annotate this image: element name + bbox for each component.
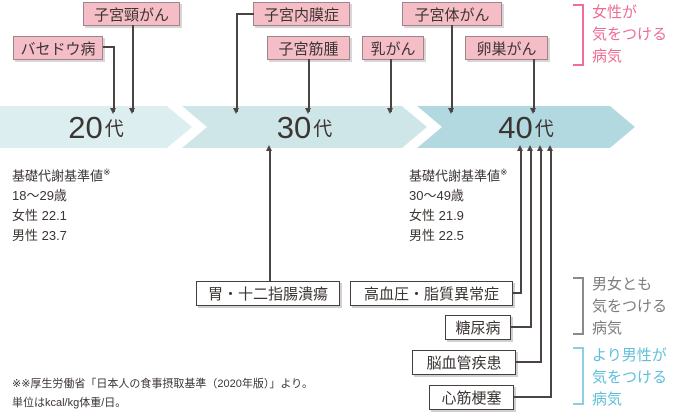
connector-basedow [113,46,115,112]
label-male-diseases: より男性が 気をつける 病気 [592,345,667,411]
label-line: 病気 [592,391,623,408]
disease-box-uterine-body-cancer: 子宮体がん [402,2,502,26]
arrow-down-icon [233,108,239,114]
footnote-line: ※※厚生労働省「日本人の食事摂取基準（2020年版）」より。 [12,378,313,390]
connector-hypertension-dyslipidemia [513,292,522,294]
arrow-up-icon [547,145,553,151]
connector-cerebrovascular-disease [516,361,542,363]
stats-note-mark: ※ [103,167,111,177]
arrow-down-icon [110,108,116,114]
disease-box-cerebrovascular-disease: 脳血管疾患 [412,350,516,375]
arrow-down-icon [305,108,311,114]
disease-box-endometriosis: 子宮内膜症 [253,2,350,26]
disease-box-uterine-fibroid: 子宮筋腫 [267,36,350,60]
connector-endometriosis [236,13,238,112]
arrow-down-icon [530,108,536,114]
label-line: 気をつける [592,26,668,43]
arrow-up-icon [537,145,543,151]
connector-ovarian-cancer [533,59,535,112]
segment-20s-suffix: 代 [104,118,124,140]
metabolism-stats-30s-40s: 基礎代謝基準値※ 30～49歳 女性 21.9 男性 22.5 [409,162,508,246]
stats-title-text: 基礎代謝基準値 [12,168,104,184]
label-line: 気をつける [592,369,668,386]
connector-cervical-cancer [132,25,134,112]
segment-20s-number: 20 [68,109,103,145]
arrow-up-icon [266,145,272,151]
arrow-down-icon [387,108,393,114]
segment-40s-number: 40 [498,109,533,145]
segment-30s-number: 30 [276,109,312,145]
stats-note-mark: ※ [500,167,508,177]
label-female-diseases: 女性が 気をつける 病気 [592,2,667,68]
disease-box-diabetes: 糖尿病 [445,315,511,340]
stats-age-range: 18～29歳 [12,188,67,204]
label-line: より男性が [592,347,667,364]
arrow-down-icon [448,108,454,114]
disease-box-ovarian-cancer: 卵巣がん [465,36,548,60]
label-both-genders-diseases: 男女とも 気をつける 病気 [592,274,667,340]
source-footnote: ※※厚生労働省「日本人の食事摂取基準（2020年版）」より。 単位はkcal/k… [12,375,313,413]
label-line: 男女とも [592,276,653,293]
connector-myocardial-infarction [550,149,552,398]
connector-uterine-fibroid [308,59,310,112]
stats-male-value: 男性 23.7 [12,228,67,244]
stats-female-value: 女性 22.1 [12,208,67,224]
segment-40s-suffix: 代 [534,118,554,140]
bracket-female-diseases [573,4,584,66]
connector-basedow [103,46,114,48]
label-line: 病気 [592,48,623,65]
stats-title: 基礎代謝基準値※ [12,162,111,186]
metabolism-stats-20s: 基礎代謝基準値※ 18～29歳 女性 22.1 男性 23.7 [12,162,111,246]
label-line: 病気 [592,320,623,337]
disease-box-basedow: バセドウ病 [13,36,103,60]
stats-title-text: 基礎代謝基準値 [409,168,501,184]
label-line: 女性が [592,4,638,21]
stats-male-value: 男性 22.5 [409,228,464,244]
connector-gastric-duodenal-ulcer [269,149,271,281]
segment-30s-suffix: 代 [313,118,333,140]
arrow-down-icon [129,108,135,114]
bracket-male-diseases [573,347,584,405]
stats-age-range: 30～49歳 [409,188,464,204]
bracket-both-genders-diseases [573,277,584,335]
arrow-up-icon [517,145,523,151]
connector-cerebrovascular-disease [540,149,542,363]
footnote-line: 単位はkcal/kg体重/日。 [12,397,127,409]
disease-box-hypertension-dyslipidemia: 高血圧・脂質異常症 [350,281,513,306]
connector-diabetes [530,149,532,328]
label-line: 気をつける [592,298,668,315]
connector-hypertension-dyslipidemia [520,149,522,294]
disease-box-cervical-cancer: 子宮頸がん [83,2,180,26]
disease-box-myocardial-infarction: 心筋梗塞 [429,385,514,410]
connector-endometriosis [236,13,254,15]
disease-box-gastric-duodenal-ulcer: 胃・十二指腸潰瘍 [196,281,340,306]
stats-title: 基礎代謝基準値※ [409,162,508,186]
connector-myocardial-infarction [514,396,552,398]
disease-box-breast-cancer: 乳がん [362,36,424,60]
connector-uterine-body-cancer [451,25,453,112]
connector-breast-cancer [390,59,392,112]
stats-female-value: 女性 21.9 [409,208,464,224]
connector-diabetes [511,326,532,328]
arrow-up-icon [527,145,533,151]
